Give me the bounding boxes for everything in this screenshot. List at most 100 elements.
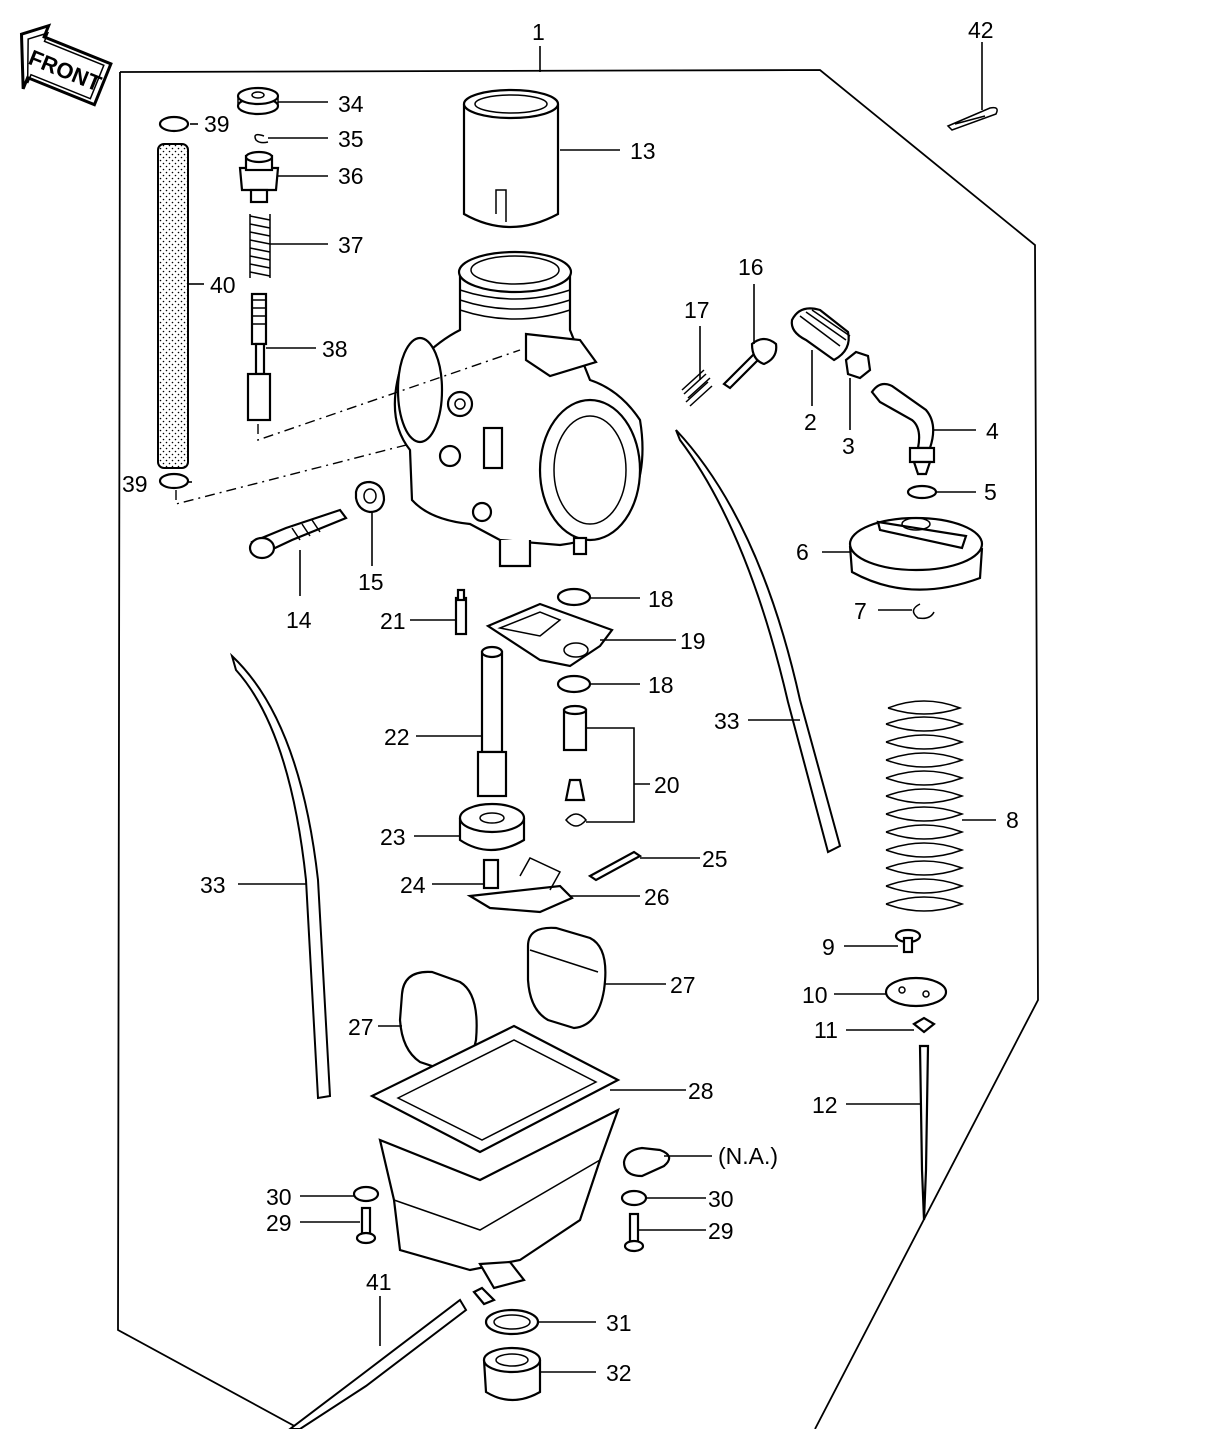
drain-plug-32 — [482, 1346, 542, 1402]
top-cap-6 — [848, 516, 984, 591]
callout-5: 5 — [984, 479, 997, 505]
callout-9: 9 — [822, 934, 835, 960]
needle-12 — [918, 1044, 930, 1221]
callout-4: 4 — [986, 418, 999, 444]
callout-16: 16 — [738, 254, 764, 280]
float-valve-20 — [562, 704, 588, 827]
callout-1: 1 — [532, 19, 545, 45]
spring-37 — [249, 214, 271, 278]
clip-11 — [912, 1016, 936, 1034]
jet-21 — [454, 588, 468, 636]
clip-42 — [946, 106, 998, 131]
leader-lines — [188, 42, 996, 1373]
callout-12: 12 — [812, 1092, 838, 1118]
callout-na: (N.A.) — [718, 1143, 778, 1169]
washer-15 — [354, 480, 386, 514]
callout-28: 28 — [688, 1078, 714, 1104]
callout-2: 2 — [804, 409, 817, 435]
elbow-4 — [870, 382, 936, 476]
callout-13: 13 — [630, 138, 656, 164]
callout-labels: 1 42 34 39 35 13 36 37 16 40 17 38 2 4 3… — [122, 17, 1019, 1386]
hose-41 — [288, 1298, 468, 1429]
callout-29-right: 29 — [708, 1218, 734, 1244]
callout-30-right: 30 — [708, 1186, 734, 1212]
callout-27-right: 27 — [670, 972, 696, 998]
washer-30-left — [352, 1185, 380, 1203]
callout-34: 34 — [338, 91, 364, 117]
plunger-38 — [246, 292, 272, 422]
float-27-left — [398, 970, 478, 1072]
assembly-line-tube — [175, 443, 411, 505]
washer-30-right — [620, 1189, 648, 1207]
screw-16 — [722, 337, 778, 390]
callout-19: 19 — [680, 628, 706, 654]
float-arm-26 — [466, 857, 574, 914]
throttle-slide-13 — [462, 88, 560, 228]
o-ring-39-bottom — [158, 472, 190, 490]
callout-31: 31 — [606, 1310, 632, 1336]
callout-21: 21 — [380, 608, 406, 634]
spring-17 — [681, 369, 713, 407]
callout-25: 25 — [702, 846, 728, 872]
adjuster-36 — [238, 150, 280, 204]
gasket-31 — [484, 1308, 540, 1336]
callout-6: 6 — [796, 539, 809, 565]
callout-15: 15 — [358, 569, 384, 595]
screw-9 — [894, 928, 922, 954]
callout-11: 11 — [814, 1017, 838, 1043]
callout-14: 14 — [286, 607, 312, 633]
callout-37: 37 — [338, 232, 364, 258]
o-ring-18-bottom — [556, 674, 592, 694]
jet-holder-23 — [458, 802, 526, 851]
needle-jet-22 — [476, 645, 508, 798]
spring-8 — [885, 700, 965, 912]
hose-33-right — [675, 429, 842, 854]
callout-33-left: 33 — [200, 872, 226, 898]
main-jet-24 — [482, 858, 500, 890]
callout-41: 41 — [366, 1269, 392, 1295]
screw-29-left — [355, 1206, 377, 1245]
callout-35: 35 — [338, 126, 364, 152]
callout-39-top: 39 — [204, 111, 230, 137]
callout-27-left: 27 — [348, 1014, 374, 1040]
front-arrow-icon: FRONT — [19, 23, 113, 107]
callout-18-top: 18 — [648, 586, 674, 612]
callout-36: 36 — [338, 163, 364, 189]
callout-20: 20 — [654, 772, 680, 798]
callout-38: 38 — [322, 336, 348, 362]
assembly-line-plunger — [257, 349, 521, 441]
callout-30-left: 30 — [266, 1184, 292, 1210]
carburetor-body-1 — [393, 250, 644, 568]
o-ring-18-top — [556, 587, 592, 607]
clip-7 — [912, 603, 935, 620]
callout-8: 8 — [1006, 807, 1019, 833]
plate-10 — [884, 976, 948, 1008]
plate-na — [622, 1146, 671, 1178]
callout-32: 32 — [606, 1360, 632, 1386]
gasket-19 — [485, 602, 614, 668]
callout-26: 26 — [644, 884, 670, 910]
screw-29-right — [623, 1212, 645, 1253]
nut-3 — [844, 350, 872, 380]
pilot-screw-14 — [248, 508, 348, 560]
hose-33-left — [230, 652, 332, 1100]
callout-18-bottom: 18 — [648, 672, 674, 698]
washer-5 — [906, 484, 938, 500]
callout-40: 40 — [210, 272, 236, 298]
callout-22: 22 — [384, 724, 410, 750]
assembly-frame — [117, 69, 1039, 1429]
callout-24: 24 — [400, 872, 426, 898]
cap-34 — [236, 86, 280, 116]
float-27-right — [526, 926, 607, 1030]
pin-25 — [587, 850, 643, 882]
callout-7: 7 — [854, 598, 867, 624]
o-ring-39-top — [158, 115, 190, 133]
callout-10: 10 — [802, 982, 828, 1008]
callout-42: 42 — [968, 17, 994, 43]
clip-35 — [254, 133, 269, 144]
callout-33-right: 33 — [714, 708, 740, 734]
float-bowl-28 — [369, 1024, 621, 1306]
callout-17: 17 — [684, 297, 710, 323]
tube-40 — [157, 143, 189, 469]
